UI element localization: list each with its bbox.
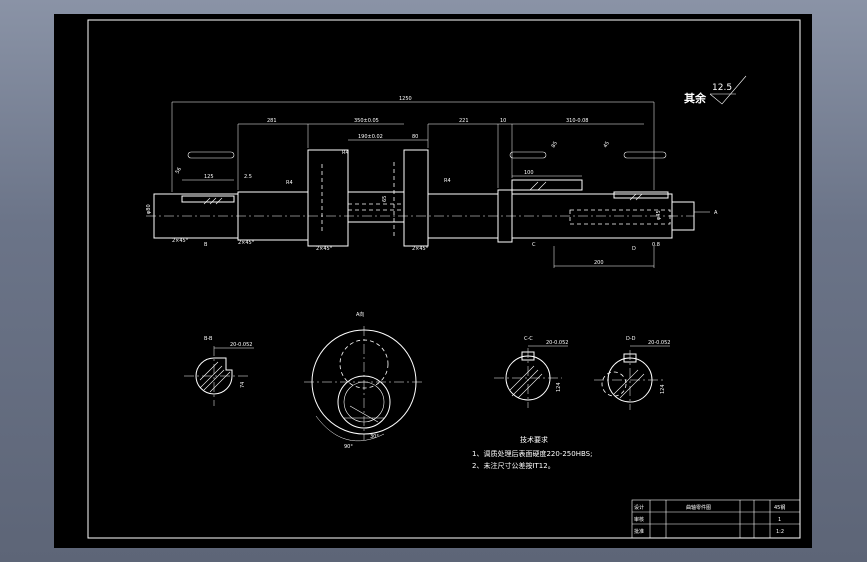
svg-text:2×45°: 2×45° xyxy=(412,246,429,252)
svg-text:技术要求: 技术要求 xyxy=(520,435,548,444)
drawing-canvas: 其余 12.5 xyxy=(54,14,812,548)
keyway-left xyxy=(181,195,235,203)
svg-text:30°: 30° xyxy=(370,434,379,440)
crank-web-left xyxy=(307,149,349,247)
svg-text:124: 124 xyxy=(556,382,562,392)
svg-text:100: 100 xyxy=(524,170,534,176)
main-view: 1250 281 350±0.05 190±0.02 80 221 10 310… xyxy=(146,96,718,268)
crank-pin xyxy=(347,191,405,223)
svg-text:10: 10 xyxy=(500,118,506,124)
svg-text:设计: 设计 xyxy=(634,504,644,511)
svg-text:2×45°: 2×45° xyxy=(172,238,189,244)
svg-text:281: 281 xyxy=(267,118,277,124)
key-detail-right-2 xyxy=(623,151,667,159)
svg-text:124: 124 xyxy=(660,384,666,394)
section-cc: C-C 20-0.052 124 xyxy=(494,336,568,408)
section-bb: B-B 20-0.052 74 xyxy=(184,336,254,406)
keyway-right-2 xyxy=(613,191,669,199)
svg-text:200: 200 xyxy=(594,260,604,266)
keyway-right-1 xyxy=(511,179,583,191)
svg-text:1: 1 xyxy=(778,517,781,523)
svg-text:65: 65 xyxy=(382,196,388,202)
center-bore xyxy=(569,209,671,225)
svg-text:A: A xyxy=(714,210,718,216)
svg-text:φ45: φ45 xyxy=(656,210,662,220)
roughness-symbol: 其余 12.5 xyxy=(684,75,747,105)
drawing-frame xyxy=(87,19,801,539)
svg-text:C: C xyxy=(532,242,536,248)
crankshaft-drawing: 其余 12.5 xyxy=(87,19,801,539)
svg-text:D: D xyxy=(632,246,636,252)
key-detail-right-1 xyxy=(509,151,547,159)
svg-text:80: 80 xyxy=(412,134,418,140)
section-dd: D-D 20-0.052 124 xyxy=(594,336,670,410)
svg-text:0.8: 0.8 xyxy=(652,242,660,248)
svg-text:2×45°: 2×45° xyxy=(238,240,255,246)
svg-text:B: B xyxy=(204,242,208,248)
svg-text:20-0.052: 20-0.052 xyxy=(648,340,670,346)
svg-text:90°: 90° xyxy=(344,444,353,450)
technical-requirements: 技术要求 1、调质处理后表面硬度220-250HBS; 2、未注尺寸公差按IT1… xyxy=(472,435,592,470)
svg-text:190±0.02: 190±0.02 xyxy=(358,134,383,140)
svg-text:R4: R4 xyxy=(444,178,451,184)
svg-text:1、调质处理后表面硬度220-250HBS;: 1、调质处理后表面硬度220-250HBS; xyxy=(472,449,592,458)
svg-text:2、未注尺寸公差按IT12。: 2、未注尺寸公差按IT12。 xyxy=(472,461,555,470)
svg-text:A向: A向 xyxy=(356,311,364,318)
svg-text:2×45°: 2×45° xyxy=(316,246,333,252)
svg-text:曲轴零件图: 曲轴零件图 xyxy=(686,504,711,511)
crank-web-right xyxy=(403,149,429,247)
right-end xyxy=(671,201,695,231)
svg-text:45: 45 xyxy=(603,140,611,149)
svg-text:φ80: φ80 xyxy=(146,204,152,214)
svg-text:45钢: 45钢 xyxy=(774,504,785,511)
svg-text:12.5: 12.5 xyxy=(712,83,732,93)
svg-text:56: 56 xyxy=(175,166,183,175)
svg-text:D-D: D-D xyxy=(626,336,636,342)
key-detail-left xyxy=(187,151,235,159)
svg-text:1:2: 1:2 xyxy=(776,529,784,535)
view-a: A向 90° 30° xyxy=(304,311,424,450)
svg-text:20-0.052: 20-0.052 xyxy=(230,342,252,348)
svg-text:审核: 审核 xyxy=(634,516,644,523)
svg-text:310-0.08: 310-0.08 xyxy=(566,118,588,124)
svg-text:74: 74 xyxy=(240,382,246,388)
svg-text:350±0.05: 350±0.05 xyxy=(354,118,379,124)
svg-text:B-B: B-B xyxy=(204,336,213,342)
title-block: 设计 审核 批准 曲轴零件图 45钢 1 1:2 xyxy=(631,499,801,539)
svg-text:2.5: 2.5 xyxy=(244,174,252,180)
svg-text:221: 221 xyxy=(459,118,469,124)
svg-text:125: 125 xyxy=(204,174,214,180)
svg-text:R4: R4 xyxy=(286,180,293,186)
svg-text:1250: 1250 xyxy=(399,96,412,102)
svg-text:其余: 其余 xyxy=(684,91,707,105)
svg-text:20-0.052: 20-0.052 xyxy=(546,340,568,346)
svg-text:85: 85 xyxy=(551,140,559,149)
svg-text:批准: 批准 xyxy=(634,528,644,535)
svg-text:C-C: C-C xyxy=(524,336,533,342)
svg-text:R4: R4 xyxy=(342,150,349,156)
